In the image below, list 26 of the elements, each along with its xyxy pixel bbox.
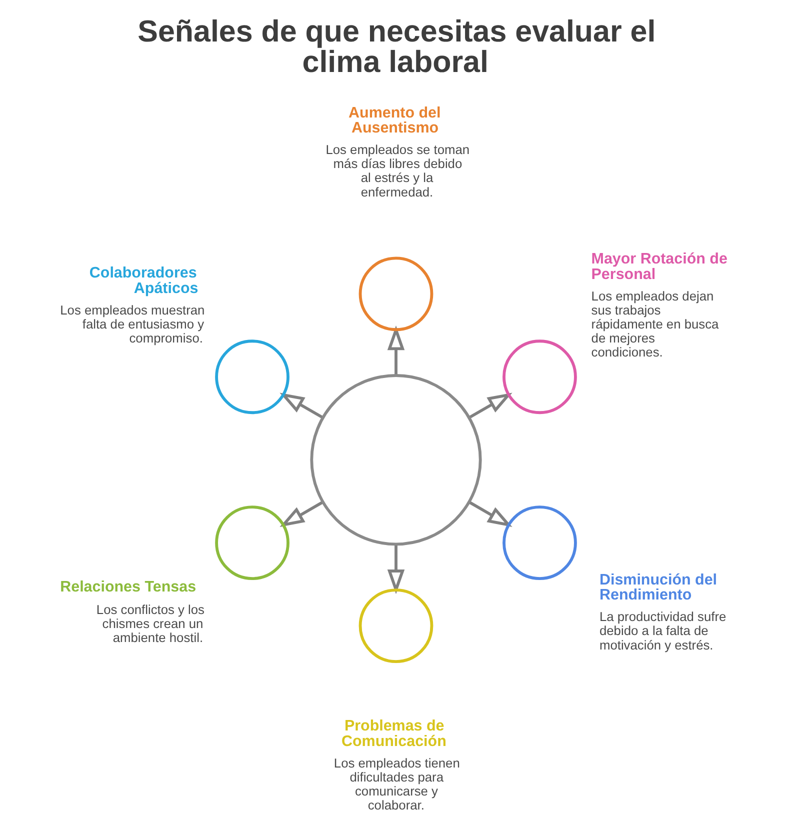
node-circle bbox=[358, 588, 434, 662]
arrow bbox=[280, 392, 324, 418]
node-label: Disminución del Rendimiento bbox=[599, 570, 718, 604]
node-circle bbox=[215, 505, 290, 580]
node-label: Relaciones Tensas bbox=[60, 578, 196, 595]
node-circle bbox=[502, 505, 577, 580]
arrow bbox=[387, 325, 405, 375]
node-label: Problemas de Comunicación bbox=[342, 717, 446, 750]
node-circle bbox=[502, 339, 577, 414]
node-label: Los empleados se toman más días libres debido al estrés y la enfermedad. bbox=[326, 142, 470, 199]
node-label: Los empleados dejan sus trabajos rápidamente en busca de mejores condiciones. bbox=[591, 288, 719, 360]
node-circle bbox=[310, 374, 482, 546]
node-label: Colaboradores Apáticos bbox=[89, 264, 198, 296]
node-label: Los conflictos y los chismes crean un ambiente hostil. bbox=[96, 602, 205, 645]
arrow bbox=[387, 544, 405, 594]
node-circle bbox=[358, 256, 434, 331]
arrow bbox=[280, 500, 324, 526]
node-label: Los empleados tienen dificultades para comunicarse y colaborar. bbox=[334, 754, 460, 812]
node-circle bbox=[215, 339, 290, 414]
arrow bbox=[468, 392, 512, 418]
node-label: La productividad sufre debido a la falta de motivación y estrés. bbox=[599, 608, 726, 652]
node-label: Los empleados muestran falta de entusiasmo y compromiso. bbox=[60, 302, 205, 346]
node-label: Mayor Rotación de Personal bbox=[591, 250, 728, 282]
arrow bbox=[468, 500, 512, 526]
node-label: Aumento del Ausentismo bbox=[348, 104, 441, 136]
diagram-title: Señales de que necesitas evaluar el clima laboral bbox=[138, 14, 656, 79]
